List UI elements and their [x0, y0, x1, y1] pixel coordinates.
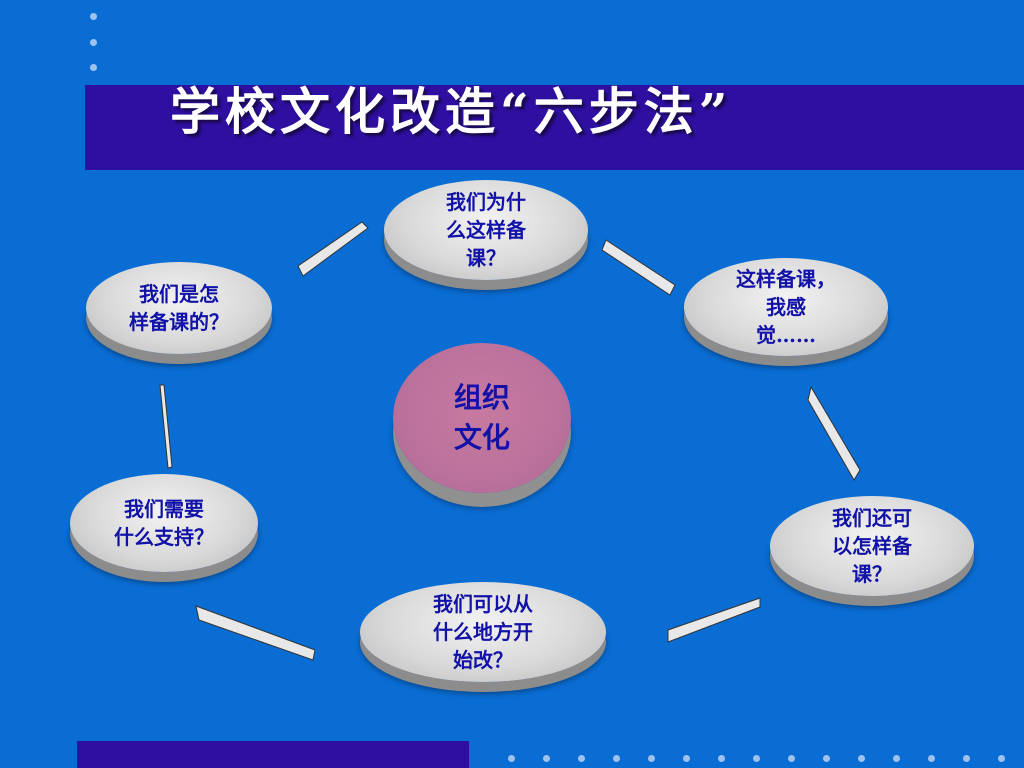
- decor-dot: [963, 755, 970, 762]
- decor-dot: [823, 755, 830, 762]
- node-text-line: 什么支持？: [114, 525, 214, 549]
- node-text-line: 么这样备: [446, 218, 526, 242]
- node-text-line: 这样备课，: [736, 267, 836, 291]
- connector-top-topright: [601, 239, 676, 296]
- decor-dot: [683, 755, 690, 762]
- node-text-line: 课？: [466, 246, 506, 270]
- node-text-line: 始改？: [453, 648, 513, 672]
- node-text-line: 课？: [852, 562, 892, 586]
- decor-dot: [543, 755, 550, 762]
- node-bottom-left: 我们需要 什么支持？: [70, 474, 258, 572]
- connector-bottomleft-topleft: [159, 384, 173, 469]
- node-top-right: 这样备课， 我感 觉……: [684, 258, 888, 356]
- decor-dot: [928, 755, 935, 762]
- center-node: 组织 文化: [393, 343, 571, 493]
- decor-dot: [90, 13, 97, 20]
- connector-bottom-bottomleft: [195, 605, 316, 661]
- node-text-line: 我们需要: [124, 497, 204, 521]
- decor-dot: [648, 755, 655, 762]
- node-text-line: 我们可以从: [433, 592, 533, 616]
- title-band: [85, 85, 1024, 170]
- connector-topleft-top: [297, 221, 369, 277]
- center-text-line: 文化: [453, 421, 510, 454]
- decor-dot: [893, 755, 900, 762]
- node-top: 我们为什 么这样备 课？: [384, 180, 588, 280]
- node-text-line: 我感: [766, 295, 806, 319]
- decor-dot: [718, 755, 725, 762]
- node-text-line: 我们为什: [446, 190, 526, 214]
- node-text-line: 什么地方开: [433, 620, 533, 644]
- node-bottom-right: 我们还可 以怎样备 课？: [770, 496, 974, 596]
- decor-dot: [578, 755, 585, 762]
- decor-dot: [90, 64, 97, 71]
- decor-dot: [508, 755, 515, 762]
- decor-dot: [998, 755, 1005, 762]
- connector-bottomright-bottom: [667, 597, 761, 643]
- node-text-line: 以怎样备: [832, 534, 912, 558]
- node-top-left: 我们是怎 样备课的？: [86, 262, 272, 354]
- center-text-line: 组织: [453, 381, 510, 414]
- decor-dot: [788, 755, 795, 762]
- bottom-band: [77, 741, 469, 768]
- node-text-line: 我们还可: [832, 506, 912, 530]
- slide-title: 学校文化改造“六步法”: [170, 82, 733, 141]
- connector-topright-bottomright: [807, 385, 861, 481]
- node-bottom: 我们可以从 什么地方开 始改？: [360, 582, 606, 682]
- decor-dot: [613, 755, 620, 762]
- decor-dot: [90, 39, 97, 46]
- node-text-line: 样备课的？: [129, 310, 229, 334]
- node-text-line: 我们是怎: [139, 282, 219, 306]
- decor-dot: [753, 755, 760, 762]
- decor-dot: [858, 755, 865, 762]
- node-text-line: 觉……: [756, 323, 816, 347]
